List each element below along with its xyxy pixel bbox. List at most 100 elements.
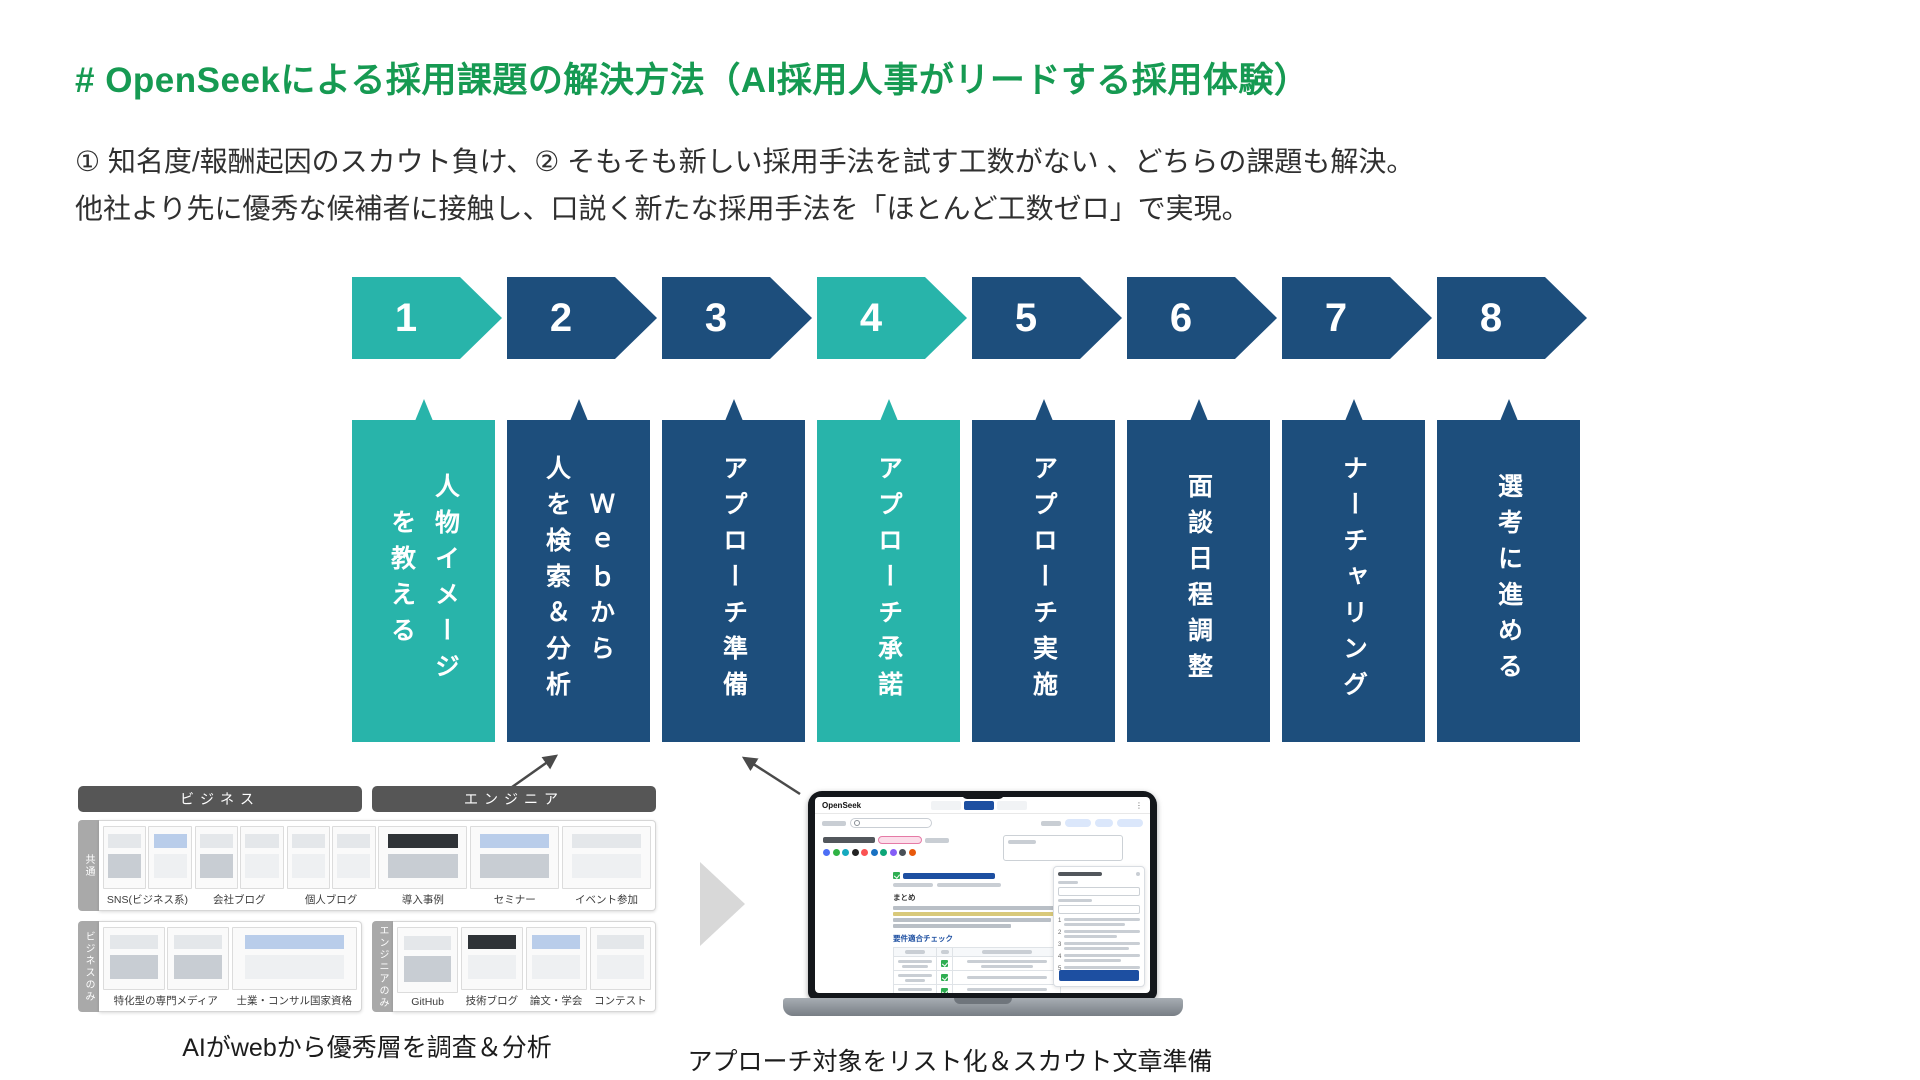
social-icon	[899, 849, 906, 856]
chevron-step-7: 7	[1282, 277, 1432, 359]
conclusion-heading-skeleton	[903, 872, 995, 879]
collage-item-label: 導入事例	[401, 894, 444, 906]
step-label: アプローチ準備	[719, 455, 748, 707]
app-top-bar: OpenSeek ⋮	[815, 797, 1150, 814]
step-number: 1	[394, 295, 418, 340]
collage-header-business: ビジネス	[78, 786, 362, 812]
metric-skeleton	[937, 883, 1001, 887]
collage-item-label: イベント参加	[575, 894, 639, 906]
step-box-3: アプローチ準備	[662, 399, 805, 742]
laptop-screen: OpenSeek ⋮	[815, 797, 1150, 993]
step-box-8: 選考に進める	[1437, 399, 1580, 742]
website-thumbnail	[148, 826, 192, 889]
chevron-step-8: 8	[1437, 277, 1587, 359]
memo-input	[1003, 835, 1123, 861]
highlighted-text-skeleton	[893, 912, 1061, 916]
candidate-name-skeleton	[823, 837, 875, 843]
toolbar-chip	[1095, 819, 1113, 827]
description-line-1: ① 知名度/報酬起因のスカウト負け、② そもそも新しい採用手法を試す工数がない …	[75, 146, 1415, 177]
collage-row-engineer-only: エンジニアのみ GitHub 技術ブログ 論文・学会 コンテスト	[372, 921, 656, 1012]
step-number: 4	[859, 295, 883, 340]
collage-item-label: GitHub	[411, 996, 444, 1008]
field-label-skeleton	[1058, 899, 1092, 902]
website-thumbnail	[470, 826, 560, 889]
row-label-business-only: ビジネスのみ	[78, 921, 99, 1012]
collage-item-label: 技術ブログ	[465, 995, 519, 1007]
requirements-section-title: 要件適合チェック	[893, 933, 953, 943]
collage-item: 個人ブログ	[286, 826, 376, 907]
metric-skeleton	[893, 883, 933, 887]
chevron-step-2: 2	[507, 277, 657, 359]
row-label-engineer-only: エンジニアのみ	[372, 921, 393, 1012]
suggestion-item: 1	[1058, 918, 1140, 926]
step-box-6: 面談日程調整	[1127, 399, 1270, 742]
table-row	[894, 984, 1060, 993]
collage-item-label: セミナー	[493, 894, 536, 906]
collage-item: GitHub	[397, 927, 459, 1008]
app-nav-tabs	[931, 800, 1028, 810]
chevron-step-6: 6	[1127, 277, 1277, 359]
page-description: ① 知名度/報酬起因のスカウト負け、② そもそも新しい採用手法を試す工数がない …	[75, 138, 1675, 232]
collage-item: 士業・コンサル国家資格	[231, 927, 357, 1008]
summary-section-title: まとめ	[893, 893, 916, 902]
step-label: 選考に進める	[1494, 473, 1523, 689]
chevron-step-1: 1	[352, 277, 502, 359]
send-message-button	[1059, 970, 1139, 981]
collage-item-label: コンテスト	[594, 995, 647, 1007]
collage-item-label: 会社ブログ	[212, 894, 266, 906]
collage-item-label: 個人ブログ	[304, 894, 358, 906]
website-thumbnail	[378, 826, 468, 889]
chevron-step-3: 3	[662, 277, 812, 359]
app-nav-tab-active	[964, 800, 995, 810]
app-logo: OpenSeek	[822, 800, 862, 810]
social-icon	[870, 849, 878, 856]
requirements-table	[893, 946, 1061, 993]
social-icon	[889, 849, 897, 856]
website-thumbnail	[103, 927, 165, 990]
collage-row-common: 共通 SNS(ビジネス系) 会社ブログ 個人ブログ 導入事例 セミナー	[78, 820, 656, 911]
collage-item: コンテスト	[589, 927, 651, 1008]
suggestion-item: 2	[1058, 930, 1140, 938]
website-thumbnail	[562, 826, 651, 889]
social-icon	[842, 849, 849, 856]
step-box-7: ナーチャリング	[1282, 399, 1425, 742]
panel-input	[1058, 905, 1140, 914]
row-label-common: 共通	[78, 820, 99, 911]
collage-item: SNS(ビジネス系)	[103, 826, 192, 907]
step-number: 3	[704, 295, 728, 340]
text-skeleton	[893, 924, 1011, 928]
toolbar-chip	[1117, 819, 1143, 827]
step-label: アプローチ承諾	[874, 455, 903, 707]
laptop-base	[783, 998, 1183, 1016]
web-research-collage: ビジネス エンジニア 共通 SNS(ビジネス系) 会社ブログ 個人ブログ 導入事…	[78, 786, 656, 1012]
website-thumbnail	[332, 826, 376, 889]
green-check-icon	[941, 988, 948, 993]
message-compose-panel: 1 2 3 4 5	[1053, 866, 1145, 987]
chevron-step-4: 4	[817, 277, 967, 359]
chevron-step-5: 5	[972, 277, 1122, 359]
app-nav-tab	[931, 800, 962, 810]
step-label: 人物イメージ を教える	[387, 473, 460, 689]
toolbar-label-skeleton	[822, 820, 846, 826]
description-line-2: 他社より先に優秀な候補者に接触し、口説く新たな採用手法を「ほとんど工数ゼロ」で実…	[75, 193, 1250, 224]
collage-item-label: 特化型の専門メディア	[113, 995, 218, 1007]
panel-input	[1058, 887, 1140, 896]
field-label-skeleton	[1058, 881, 1078, 884]
app-search-input	[850, 818, 932, 828]
website-thumbnail	[231, 927, 357, 990]
table-row	[894, 956, 1060, 970]
website-thumbnail	[166, 927, 229, 990]
social-icon	[908, 849, 916, 856]
suggestion-item: 3	[1058, 942, 1140, 950]
step-number: 6	[1169, 295, 1193, 340]
collage-item-label: 士業・コンサル国家資格	[236, 995, 353, 1007]
social-icons-row	[823, 849, 998, 856]
collage-item-label: SNS(ビジネス系)	[106, 894, 188, 906]
website-thumbnail	[240, 826, 284, 889]
profile-meta-skeleton	[925, 837, 949, 843]
website-thumbnail	[525, 927, 587, 990]
candidate-status-badge	[878, 836, 922, 844]
collage-item-label: 論文・学会	[529, 995, 583, 1007]
social-icon	[832, 849, 840, 856]
app-menu-dots-icon: ⋮	[1135, 800, 1143, 810]
